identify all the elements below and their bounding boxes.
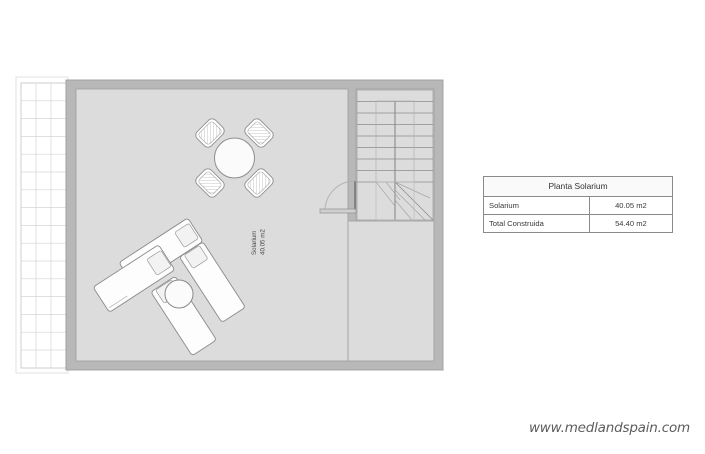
room-label: Solarium 40.05 m2 — [251, 229, 267, 255]
area-row-label: Solarium — [483, 196, 590, 215]
floor-plan-drawing: Solarium 40.05 m2 — [15, 76, 444, 374]
chair — [195, 168, 225, 198]
entry-door — [319, 180, 357, 214]
chair — [244, 118, 274, 148]
area-row-value: 40.05 m2 — [588, 196, 674, 215]
area-summary-table: Planta Solarium Solarium 40.05 m2 Total … — [483, 176, 674, 233]
sun-lounger — [180, 242, 245, 322]
table-row: Total Construida 54.40 m2 — [483, 214, 674, 233]
staircase — [356, 89, 434, 221]
area-row-value: 54.40 m2 — [588, 214, 674, 233]
table-row: Solarium 40.05 m2 — [483, 196, 674, 215]
room-label-name: Solarium — [251, 231, 258, 255]
stairwell-floor — [347, 88, 435, 362]
sun-lounger — [93, 245, 175, 312]
table-header-row: Planta Solarium — [483, 176, 673, 197]
area-row-label: Total Construida — [483, 214, 590, 233]
site-watermark: www.medlandspain.com — [528, 420, 690, 436]
chair — [195, 118, 225, 148]
dining-set — [195, 118, 274, 198]
round-dining-table — [214, 137, 255, 179]
area-table-title: Planta Solarium — [483, 176, 673, 197]
chair — [244, 168, 274, 198]
terrace-tile-grid — [20, 82, 67, 369]
room-label-area: 40.05 m2 — [260, 229, 267, 255]
sun-lounger-set — [93, 218, 245, 356]
lounger-side-table — [164, 279, 194, 309]
